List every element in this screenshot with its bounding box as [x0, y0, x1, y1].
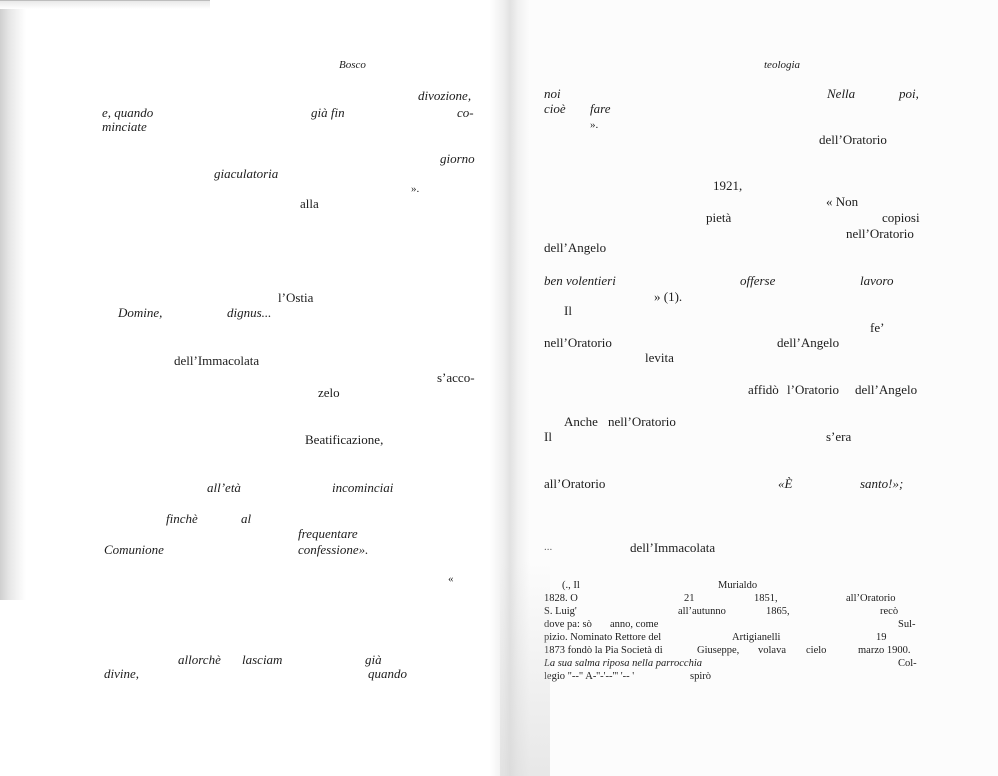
word: Il — [564, 303, 572, 318]
word: all’età — [207, 480, 241, 495]
word: nell’Oratorio — [846, 226, 914, 241]
footnote-text: spirò — [690, 671, 711, 682]
word: nell’Oratorio — [544, 335, 612, 350]
word: noi — [544, 86, 561, 101]
footnote-text: 1828. O — [544, 593, 578, 604]
page-shadow — [500, 560, 550, 776]
word: frequentare — [298, 526, 358, 541]
footnote-text: La sua salma riposa nella parrocchia — [544, 658, 702, 669]
page-edge-shadow — [0, 0, 26, 600]
footnote-text: Sul- — [898, 619, 916, 630]
footnote-text: cielo — [806, 645, 827, 656]
footnote-text: pizio. Nominato Rettore del — [544, 632, 662, 643]
word: Il — [544, 429, 552, 444]
footnote-text: 1865, — [766, 606, 790, 617]
word: » (1). — [654, 289, 683, 304]
page-top-edge — [0, 0, 210, 9]
word: Comunione — [104, 542, 164, 557]
word: s’acco- — [437, 370, 475, 385]
footnote-text: dove pa: sò — [544, 619, 592, 630]
word: ben volentieri — [544, 273, 616, 288]
word: finchè — [166, 511, 198, 526]
word: « — [448, 573, 454, 585]
running-head-left: Bosco — [339, 59, 366, 71]
footnote-text: recò — [880, 606, 899, 617]
word: Beatificazione, — [305, 432, 384, 447]
footnote-text: legio "--" A-''-'--''' '-- ' — [544, 671, 635, 682]
word: nell’Oratorio — [608, 414, 676, 429]
word: all’Oratorio — [544, 476, 606, 491]
word: divine, — [104, 666, 140, 681]
word: copiosi — [882, 210, 920, 225]
word: divozione, — [418, 88, 472, 103]
word: poi, — [899, 86, 919, 101]
word: co- — [457, 105, 474, 120]
word: levita — [645, 350, 674, 365]
footnote-text: Artigianelli — [732, 632, 781, 643]
word: dell’Oratorio — [819, 132, 887, 147]
word: dell’Immacolata — [630, 540, 716, 555]
word: ». — [411, 183, 420, 195]
footnote-text: anno, come — [610, 619, 659, 630]
word: quando — [368, 666, 407, 681]
footnote-text: (., Il — [562, 580, 580, 591]
word: Domine, — [118, 305, 163, 320]
word: Nella — [827, 86, 856, 101]
footnote-text: 21 — [684, 593, 695, 604]
word: fe’ — [870, 320, 885, 335]
word: cioè — [544, 101, 566, 116]
word: « Non — [826, 194, 859, 209]
footnote-text: volava — [758, 645, 786, 656]
word: l’Ostia — [278, 290, 314, 305]
word: dell’Angelo — [777, 335, 840, 350]
word: affidò — [748, 382, 779, 397]
word: l’Oratorio — [787, 382, 839, 397]
word: s’era — [826, 429, 852, 444]
word: già fin — [311, 105, 345, 120]
word: al — [241, 511, 252, 526]
footnote-text: 1873 fondò la Pia Società di — [544, 645, 663, 656]
running-head-right: teologia — [764, 59, 801, 71]
footnote-text: Col- — [898, 658, 917, 669]
footnote-text: all’Oratorio — [846, 593, 896, 604]
word: offerse — [740, 273, 776, 288]
word: allorchè — [178, 652, 221, 667]
word: dell’Immacolata — [174, 353, 260, 368]
footnote-text: 1851, — [754, 593, 778, 604]
word: minciate — [102, 119, 147, 134]
word: fare — [590, 101, 611, 116]
word: già — [365, 652, 382, 667]
footnote-text: all’autunno — [678, 606, 726, 617]
word: lavoro — [860, 273, 894, 288]
footnote-text: Giuseppe, — [697, 645, 740, 656]
word: alla — [300, 196, 319, 211]
word: ... — [544, 541, 553, 553]
footnote-text: Murialdo — [718, 580, 758, 591]
footnote-text: marzo 1900. — [858, 645, 911, 656]
word: ». — [590, 119, 599, 131]
word: 1921, — [713, 178, 743, 193]
left-page: Bosco divozione, e, quando già fin co- m… — [0, 0, 475, 681]
word: incominciai — [332, 480, 394, 495]
word: dell’Angelo — [544, 240, 607, 255]
word: zelo — [318, 385, 340, 400]
footnote-text: S. Luig' — [544, 606, 577, 617]
word: dignus... — [227, 305, 272, 320]
footnote-text: 19 — [876, 632, 887, 643]
word: giaculatoria — [214, 166, 279, 181]
word: Anche — [564, 414, 598, 429]
word: «È — [778, 476, 793, 491]
right-page: teologia noi Nella poi, cioè fare ». del… — [500, 0, 998, 776]
word: confessione». — [298, 542, 369, 557]
word: e, quando — [102, 105, 154, 120]
word: santo!»; — [860, 476, 904, 491]
word: pietà — [706, 210, 732, 225]
word: dell’Angelo — [855, 382, 918, 397]
word: lasciam — [242, 652, 283, 667]
word: giorno — [440, 151, 475, 166]
